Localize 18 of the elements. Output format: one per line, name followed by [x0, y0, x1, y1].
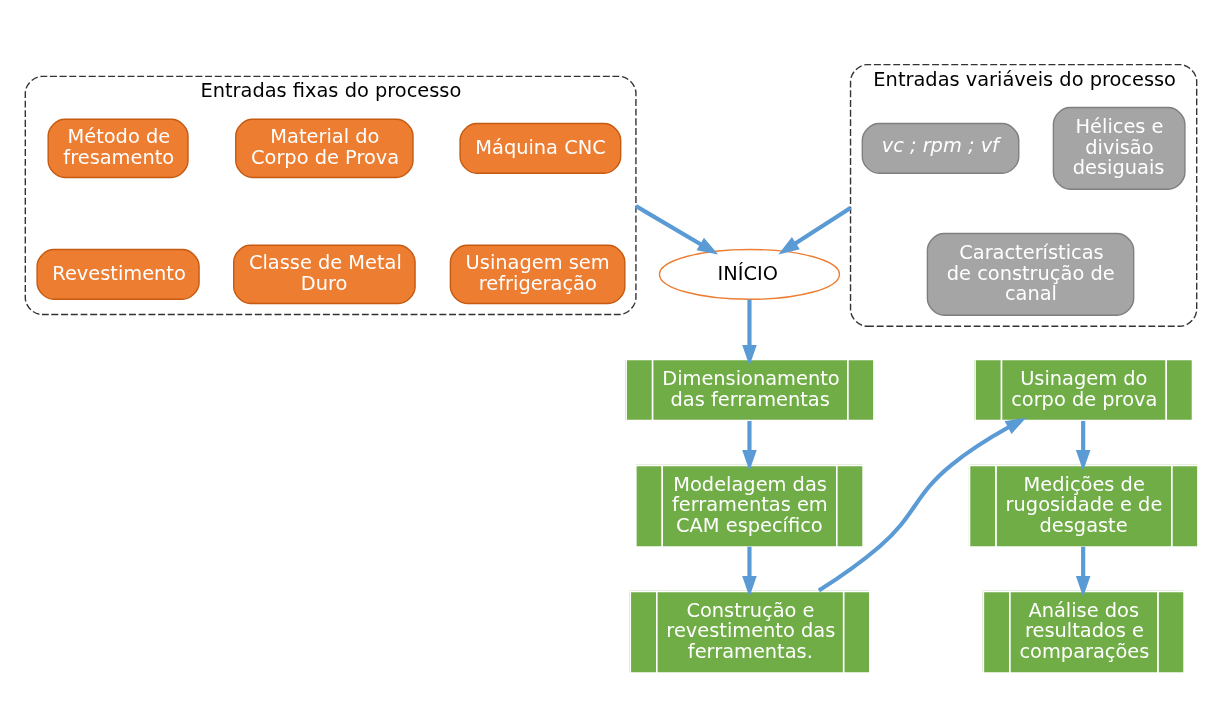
arrow	[634, 204, 719, 255]
node-box: Classe de Metal Duro	[233, 244, 416, 305]
arrow	[742, 299, 757, 366]
arrow	[742, 421, 757, 471]
node-box: Usinagem sem refrigeração	[449, 244, 626, 305]
node-box: Método de fresamento	[47, 118, 189, 179]
node-ellipse: INÍCIO	[658, 248, 841, 300]
node-box: Características de construção de canal	[926, 232, 1135, 316]
node-box: Revestimento	[36, 248, 200, 300]
node-box: Máquina CNC	[459, 122, 622, 174]
arrow	[778, 206, 852, 255]
node-box: vc ; rpm ; vf	[861, 122, 1020, 174]
node-box: Hélices e divisão desiguais	[1052, 106, 1186, 190]
arrow	[742, 546, 757, 597]
arrow	[817, 417, 1027, 593]
arrow	[1075, 421, 1091, 471]
node-box: Material do Corpo de Prova	[235, 118, 414, 179]
arrow	[1075, 546, 1091, 597]
